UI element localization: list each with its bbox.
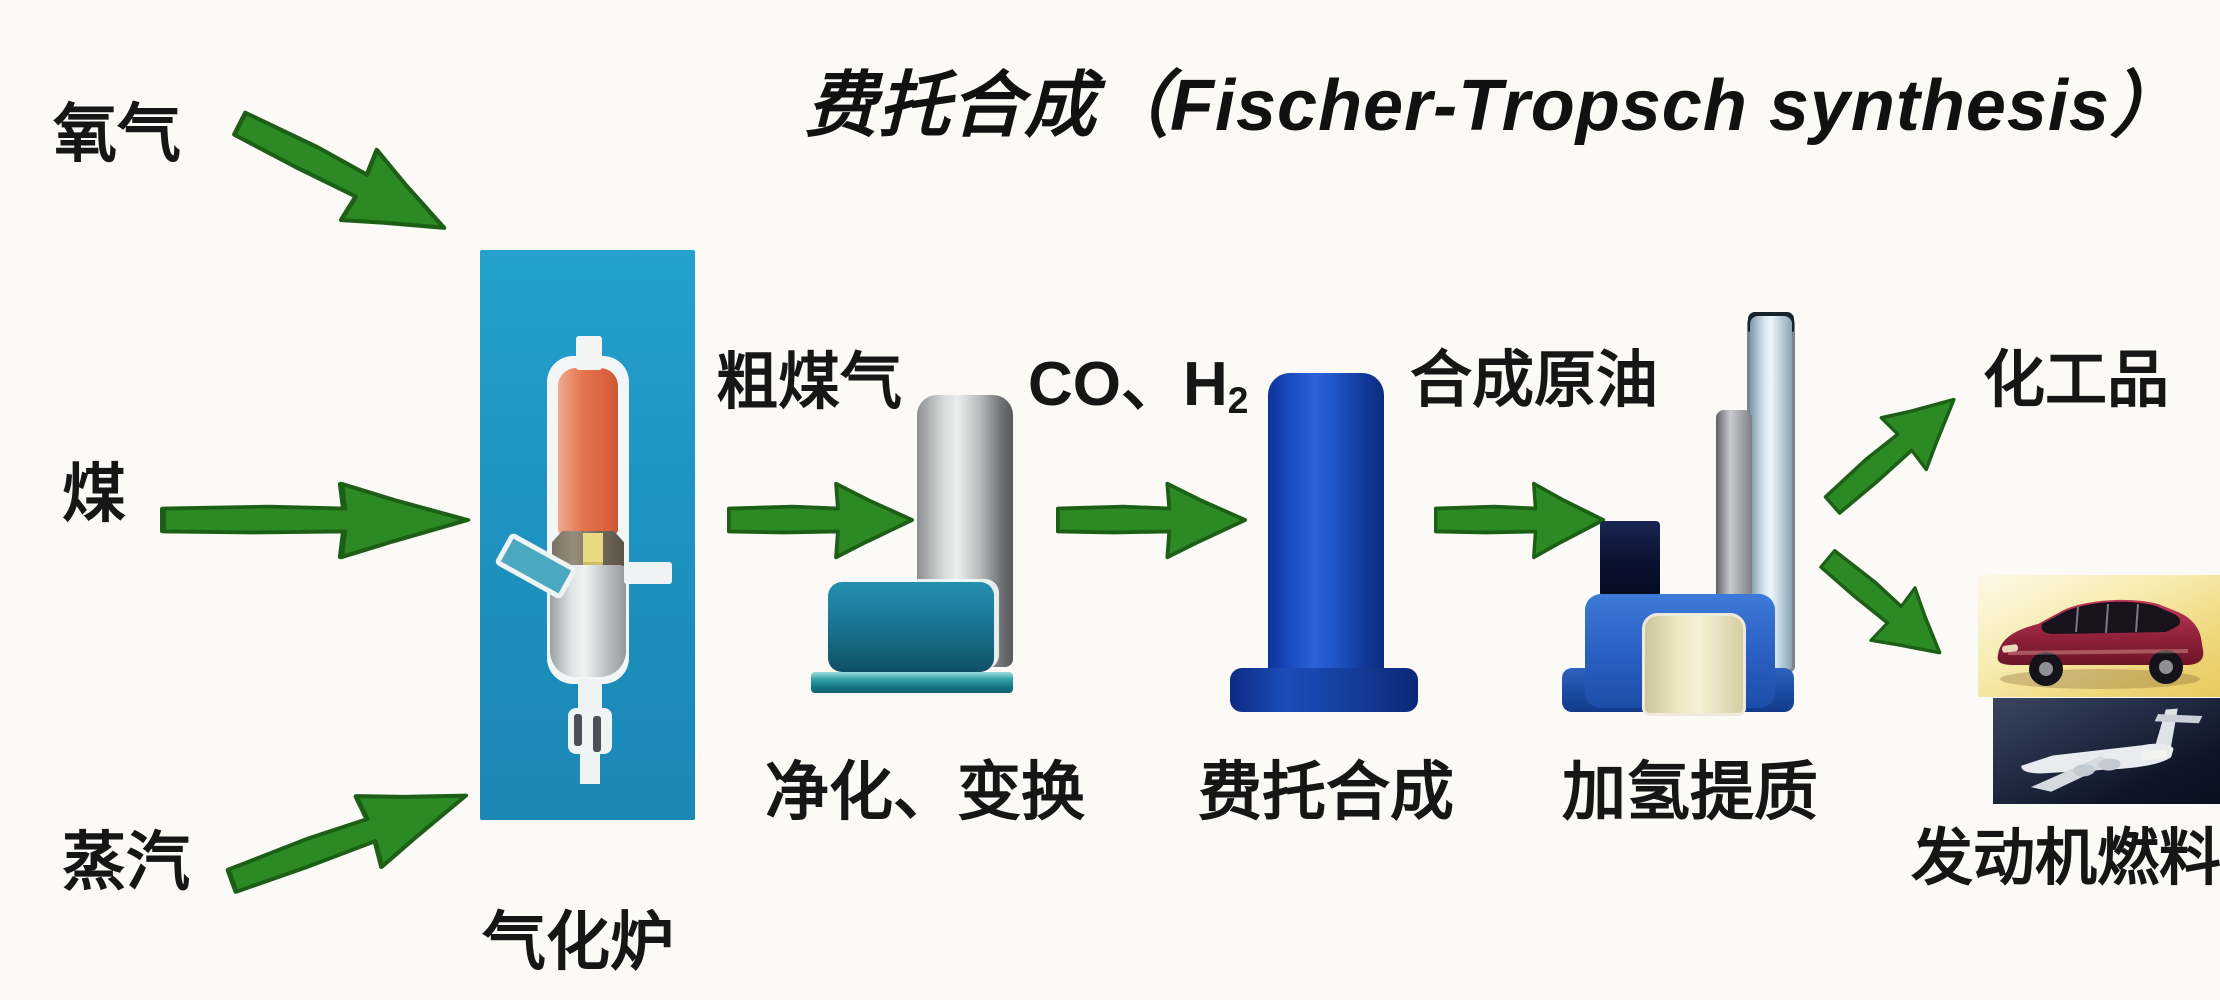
steam-flow-arrow-icon bbox=[225, 793, 469, 894]
product-label-chemicals: 化工品 bbox=[1983, 346, 2170, 415]
oxygen-flow-arrow-icon bbox=[232, 110, 447, 230]
gasifier-combustion-zone bbox=[558, 368, 618, 534]
upgrader-gray-column bbox=[1716, 410, 1752, 600]
car-image bbox=[1978, 575, 2220, 697]
stream-label-crude-gas: 粗煤气 bbox=[716, 348, 903, 417]
plane-tail-stabilizer bbox=[2154, 714, 2203, 724]
input-label-oxygen: 氧气 bbox=[53, 98, 181, 170]
crude-gas-flow-arrow-icon bbox=[727, 481, 915, 560]
car-headlamp bbox=[2002, 644, 2019, 653]
car-window-pillars bbox=[2075, 603, 2139, 634]
purifier-vessel bbox=[828, 582, 994, 672]
car-side-highlight bbox=[2007, 649, 2189, 655]
plane-wing bbox=[2030, 756, 2114, 792]
stream-label-syngas: CO、H2 bbox=[1028, 354, 1248, 419]
gasifier-collar-slot bbox=[593, 716, 601, 752]
car-front-hub bbox=[2039, 662, 2053, 676]
stage-label-gasifier: 气化炉 bbox=[482, 906, 674, 978]
syngas-text: CO、H bbox=[1028, 350, 1228, 419]
upgrader-drum bbox=[1642, 613, 1746, 716]
plane-silhouette bbox=[2021, 708, 2203, 792]
stream-label-syncrude: 合成原油 bbox=[1410, 346, 1659, 415]
gasifier-collar-slot bbox=[574, 714, 582, 746]
coal-flow-arrow-icon bbox=[160, 481, 471, 560]
upgrader-navy-box bbox=[1600, 521, 1660, 597]
syncrude-flow-arrow-icon bbox=[1434, 481, 1606, 560]
car-rear-hub bbox=[2159, 660, 2173, 674]
gasifier-outlet-stem bbox=[580, 752, 600, 784]
stage-label-ft: 费托合成 bbox=[1198, 756, 1454, 828]
plane-engine bbox=[2072, 764, 2095, 777]
input-label-coal: 煤 bbox=[62, 458, 126, 530]
syngas-flow-arrow-icon bbox=[1056, 481, 1248, 560]
gasifier-right-pipe bbox=[624, 562, 672, 584]
ft-reactor-column bbox=[1268, 373, 1384, 673]
syngas-subscript: 2 bbox=[1227, 379, 1249, 422]
gasifier-burner-window bbox=[583, 533, 603, 566]
plane-engine bbox=[2098, 758, 2121, 771]
fuel-flow-arrow-icon bbox=[1819, 548, 1942, 655]
purifier-base-plate bbox=[811, 672, 1013, 693]
plane-image bbox=[1993, 698, 2220, 804]
product-label-engine-fuel: 发动机燃料 bbox=[1911, 824, 2220, 893]
page-title: 费托合成（Fischer-Tropsch synthesis） bbox=[805, 66, 2183, 146]
ft-reactor-base bbox=[1230, 668, 1418, 712]
input-label-steam: 蒸汽 bbox=[62, 826, 190, 898]
plane-tail-marking bbox=[2140, 749, 2168, 761]
gasifier-top-nozzle bbox=[576, 336, 602, 370]
chemicals-flow-arrow-icon bbox=[1823, 397, 1956, 515]
stage-label-upgrading: 加氢提质 bbox=[1562, 756, 1818, 828]
stage-label-purification: 净化、变换 bbox=[765, 756, 1085, 828]
